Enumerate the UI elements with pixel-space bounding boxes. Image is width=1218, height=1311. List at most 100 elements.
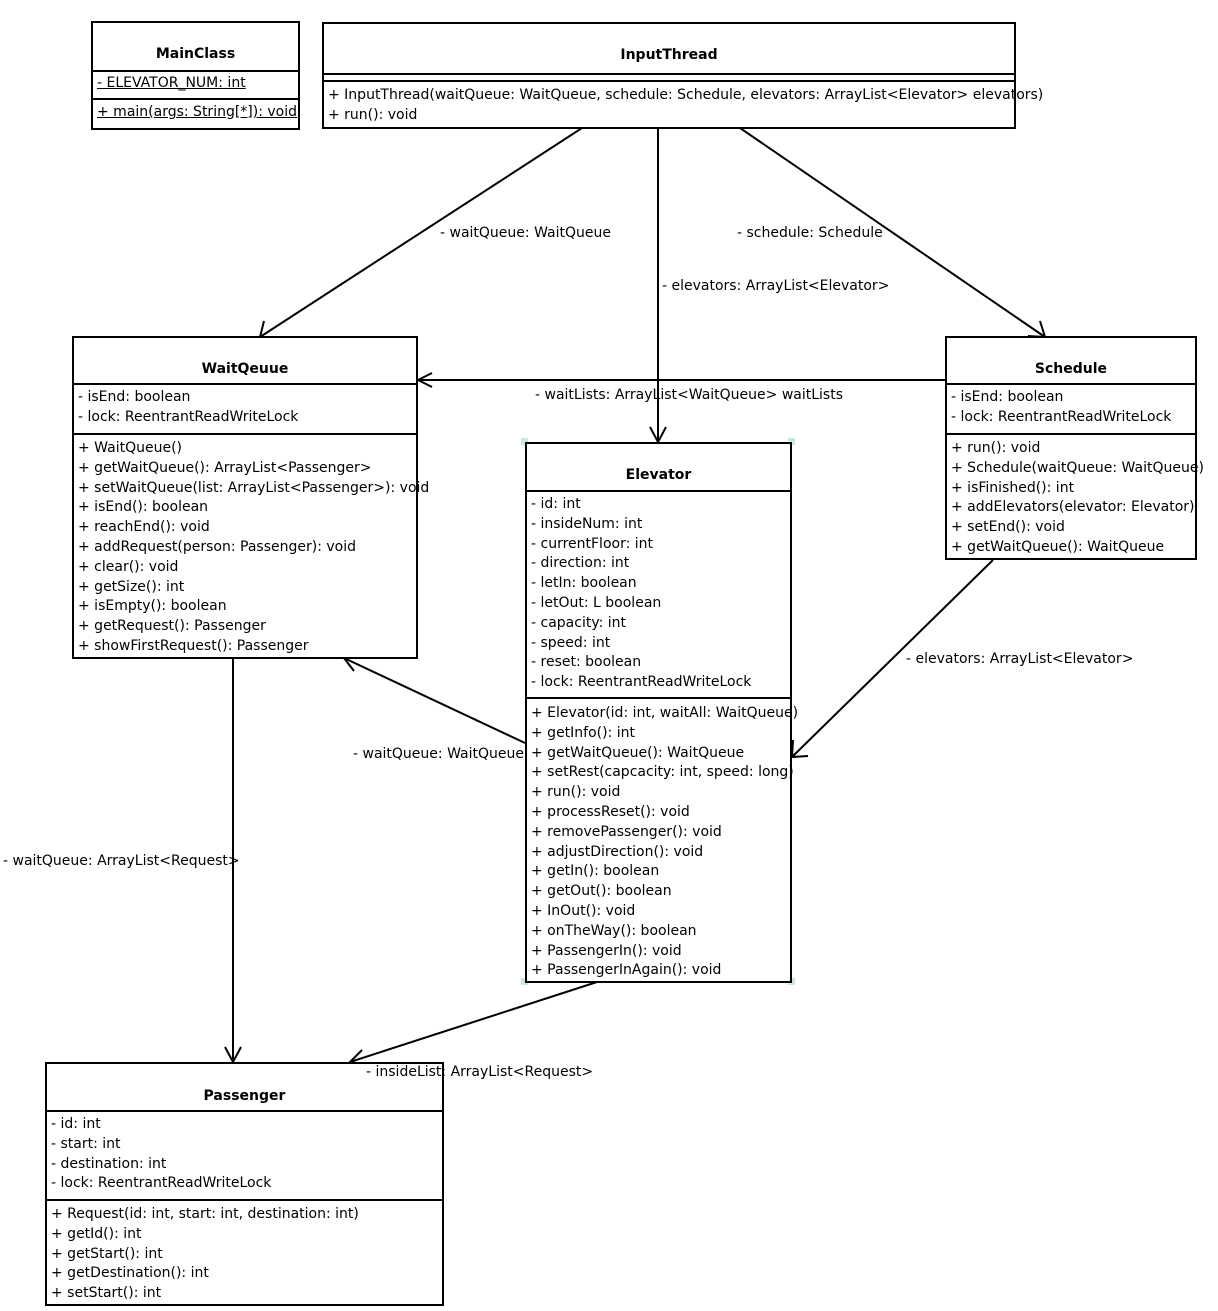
method: + addRequest(person: Passenger): void bbox=[78, 538, 356, 555]
edge-input-waitqueue bbox=[259, 127, 583, 338]
attributes-section: - id: int - start: int - destination: in… bbox=[47, 1110, 442, 1199]
method: + WaitQueue() bbox=[78, 440, 183, 456]
method: + setWaitQueue(list: ArrayList<Passenger… bbox=[78, 479, 430, 496]
methods-section: + Elevator(id: int, waitAll: WaitQueue) … bbox=[527, 697, 799, 984]
method: + addElevators(elevator: Elevator) bbox=[951, 499, 1195, 516]
method: + getRequest(): Passenger bbox=[78, 618, 266, 635]
attribute: - letIn: boolean bbox=[531, 575, 637, 592]
method: + InputThread(waitQueue: WaitQueue, sche… bbox=[328, 87, 1044, 103]
methods-section: + main(args: String[*]): void bbox=[93, 98, 298, 126]
method: + Elevator(id: int, waitAll: WaitQueue) bbox=[531, 705, 799, 721]
class-mainclass[interactable]: MainClass - ELEVATOR_NUM: int + main(arg… bbox=[91, 21, 300, 130]
attribute: - ELEVATOR_NUM: int bbox=[97, 75, 246, 91]
method: + getWaitQueue(): WaitQueue bbox=[531, 744, 745, 761]
method: + showFirstRequest(): Passenger bbox=[78, 637, 309, 654]
method: + getWaitQueue(): WaitQueue bbox=[951, 538, 1165, 555]
method: + getStart(): int bbox=[51, 1245, 163, 1262]
attribute: - isEnd: boolean bbox=[951, 389, 1064, 405]
method: + getInfo(): int bbox=[531, 724, 636, 741]
method: + run(): void bbox=[531, 784, 621, 801]
attribute: - lock: ReentrantReadWriteLock bbox=[78, 408, 299, 425]
selection-handle[interactable] bbox=[521, 978, 528, 985]
attribute: - insideNum: int bbox=[531, 515, 643, 532]
class-elevator[interactable]: Elevator - id: int - insideNum: int - cu… bbox=[525, 442, 799, 984]
method: + getSize(): int bbox=[78, 578, 185, 595]
class-name: Schedule bbox=[1034, 360, 1108, 377]
method: + main(args: String[*]): void bbox=[97, 104, 298, 120]
attributes-section bbox=[324, 73, 1014, 80]
class-name: MainClass bbox=[155, 45, 236, 62]
class-inputthread[interactable]: InputThread + InputThread(waitQueue: Wai… bbox=[322, 22, 1044, 129]
arrowhead-schedule-elevator bbox=[790, 739, 809, 759]
method: + setStart(): int bbox=[51, 1285, 162, 1302]
methods-section: + WaitQueue() + getWaitQueue(): ArrayLis… bbox=[74, 433, 430, 660]
class-name: Elevator bbox=[625, 467, 692, 483]
attribute: - start: int bbox=[51, 1135, 121, 1152]
association-label-input-waitqueue: - waitQueue: WaitQueue bbox=[440, 225, 611, 241]
class-name: Passenger bbox=[203, 1088, 286, 1104]
attribute: - letOut: L boolean bbox=[531, 594, 662, 611]
method: + InOut(): void bbox=[531, 902, 636, 919]
class-schedule[interactable]: Schedule - isEnd: boolean - lock: Reentr… bbox=[945, 336, 1204, 561]
method: + isFinished(): int bbox=[951, 479, 1075, 496]
method: + PassengerInAgain(): void bbox=[531, 962, 722, 979]
attribute: - capacity: int bbox=[531, 614, 627, 631]
attribute: - speed: int bbox=[531, 634, 611, 651]
attribute: - destination: int bbox=[51, 1155, 167, 1172]
methods-section: + InputThread(waitQueue: WaitQueue, sche… bbox=[324, 80, 1044, 128]
selection-handle[interactable] bbox=[521, 438, 528, 445]
methods-section: + Request(id: int, start: int, destinati… bbox=[47, 1199, 442, 1307]
methods-section: + run(): void + Schedule(waitQueue: Wait… bbox=[947, 433, 1204, 561]
method: + isEnd(): boolean bbox=[78, 499, 209, 516]
association-label-input-schedule: - schedule: Schedule bbox=[737, 225, 883, 241]
edge-input-schedule bbox=[739, 127, 1046, 338]
method: + getIn(): boolean bbox=[531, 863, 660, 880]
method: + onTheWay(): boolean bbox=[531, 922, 697, 939]
method: + removePassenger(): void bbox=[531, 823, 722, 840]
method: + Request(id: int, start: int, destinati… bbox=[51, 1206, 359, 1222]
method: + reachEnd(): void bbox=[78, 519, 210, 536]
selection-handle[interactable] bbox=[788, 438, 795, 445]
method: + isEmpty(): boolean bbox=[78, 598, 227, 615]
method: + getWaitQueue(): ArrayList<Passenger> bbox=[78, 459, 372, 476]
association-label-schedule-waitlists: - waitLists: ArrayList<WaitQueue> waitLi… bbox=[535, 387, 844, 403]
association-label-elevator-waitqueue: - waitQueue: WaitQueue bbox=[353, 746, 524, 762]
class-waitqueue[interactable]: WaitQeuue - isEnd: boolean - lock: Reent… bbox=[72, 336, 430, 660]
method: + adjustDirection(): void bbox=[531, 843, 704, 860]
attribute: - lock: ReentrantReadWriteLock bbox=[51, 1175, 272, 1192]
association-label-input-elevators: - elevators: ArrayList<Elevator> bbox=[662, 278, 890, 294]
attributes-section: - ELEVATOR_NUM: int bbox=[93, 70, 298, 98]
class-name: InputThread bbox=[620, 46, 718, 63]
method: + run(): void bbox=[328, 107, 418, 123]
method: + clear(): void bbox=[78, 558, 179, 575]
attribute: - id: int bbox=[51, 1116, 101, 1132]
attribute: - lock: ReentrantReadWriteLock bbox=[531, 674, 752, 691]
method: + getOut(): boolean bbox=[531, 883, 672, 900]
attribute: - lock: ReentrantReadWriteLock bbox=[951, 408, 1172, 425]
association-label-schedule-elevators: - elevators: ArrayList<Elevator> bbox=[906, 651, 1134, 667]
attributes-section: - id: int - insideNum: int - currentFloo… bbox=[527, 490, 790, 697]
method: + run(): void bbox=[951, 440, 1041, 456]
edge-elevator-passenger bbox=[349, 981, 598, 1063]
method: + getDestination(): int bbox=[51, 1265, 209, 1282]
method: + processReset(): void bbox=[531, 803, 690, 820]
association-label-elevator-insidelist: - insideList: ArrayList<Request> bbox=[366, 1064, 594, 1080]
attributes-section: - isEnd: boolean - lock: ReentrantReadWr… bbox=[74, 383, 416, 433]
attribute: - direction: int bbox=[531, 555, 630, 572]
method: + getId(): int bbox=[51, 1225, 142, 1242]
attributes-section: - isEnd: boolean - lock: ReentrantReadWr… bbox=[947, 383, 1195, 433]
class-name: WaitQeuue bbox=[201, 360, 289, 377]
method: + Schedule(waitQueue: WaitQueue) bbox=[951, 459, 1204, 476]
edge-elevator-waitqueue bbox=[343, 657, 526, 744]
arrowhead-schedule-waitqueue bbox=[415, 372, 433, 388]
edge-schedule-elevator bbox=[791, 559, 994, 758]
attribute: - isEnd: boolean bbox=[78, 389, 191, 405]
method: + setRest(capcacity: int, speed: long) bbox=[531, 764, 794, 781]
attribute: - id: int bbox=[531, 496, 581, 512]
class-passenger[interactable]: Passenger - id: int - start: int - desti… bbox=[45, 1062, 444, 1306]
method: + PassengerIn(): void bbox=[531, 942, 682, 959]
association-label-waitqueue-passenger: - waitQueue: ArrayList<Request> bbox=[3, 853, 240, 869]
method: + setEnd(): void bbox=[951, 519, 1065, 536]
attribute: - reset: boolean bbox=[531, 654, 642, 671]
attribute: - currentFloor: int bbox=[531, 535, 654, 552]
